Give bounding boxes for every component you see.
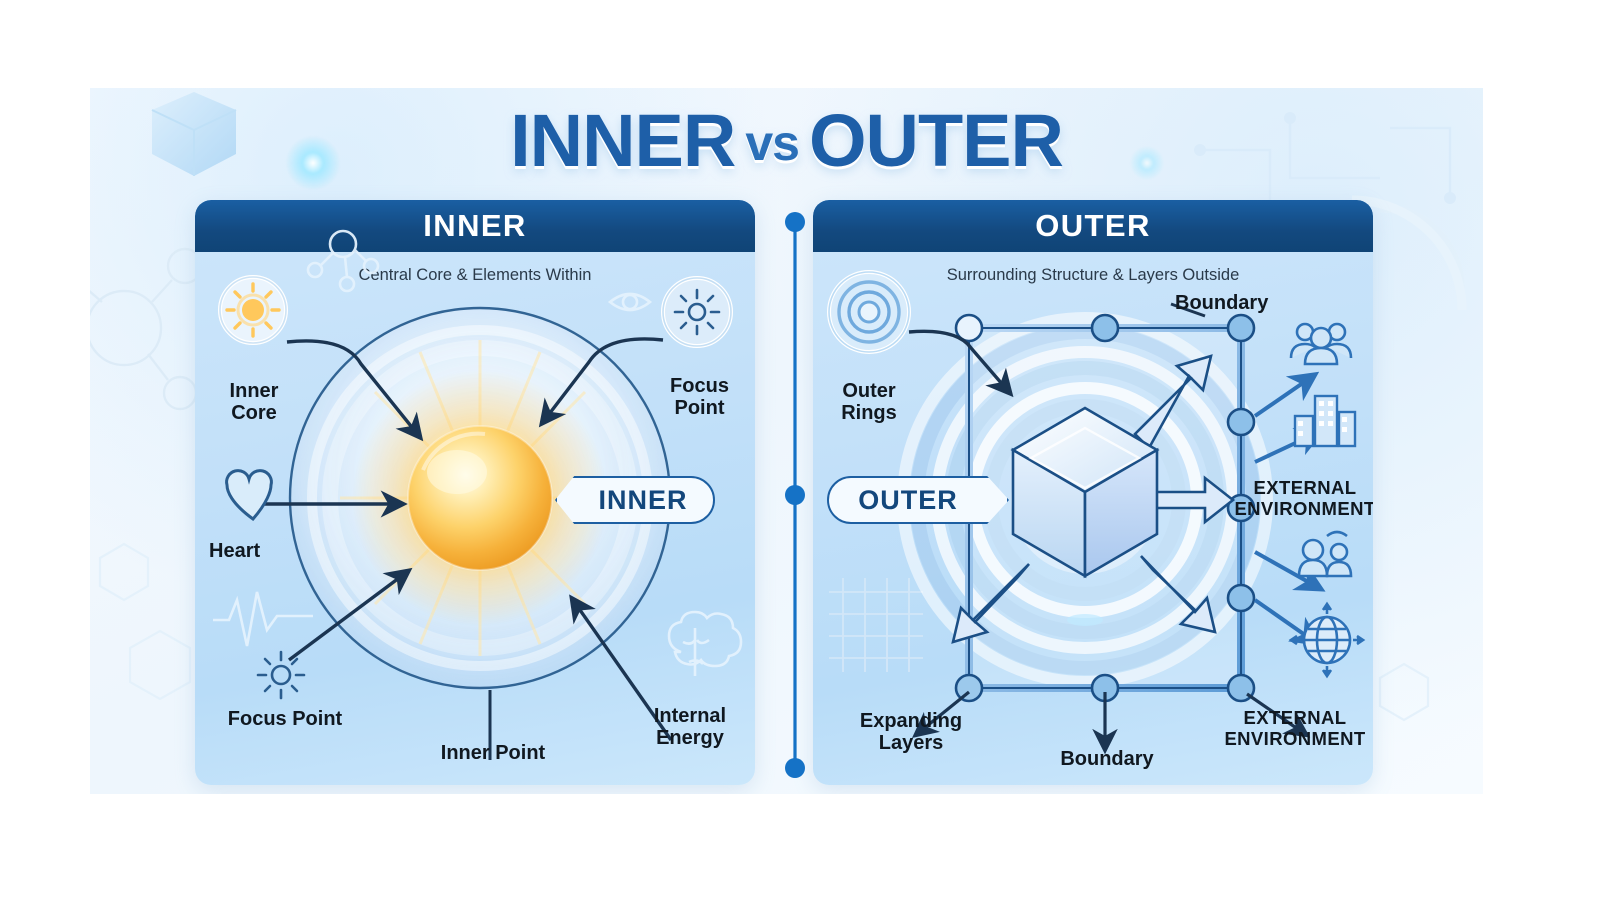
badge-outer[interactable]: OUTER [827,476,1009,524]
arrow-inner-core-to-center [286,339,424,442]
label-focus-point-upper: Focus Point [670,375,729,420]
title-outer: OUTER [808,99,1064,182]
panel-inner[interactable]: INNER Central Core & Elements Within [195,200,755,785]
title-inner: INNER [510,99,736,182]
eye-watermark-icon [607,292,653,312]
label-external-environment-bottom: EXTERNAL ENVIRONMENT [1224,707,1366,749]
panel-inner-header: INNER [195,200,755,252]
badge-inner-label: INNER [598,484,688,515]
label-expanding-layers: Expanding Layers [859,710,963,755]
concentric-rings-icon [827,270,911,354]
divider-dot-middle [785,485,805,505]
panel-outer-heading: OUTER [1035,208,1151,243]
glow-dot [286,136,340,190]
expansion-arrows [951,354,1236,644]
panel-outer[interactable]: OUTER Surrounding Structure & Layers Out… [813,200,1373,785]
arrow-env-bottom [1246,692,1311,738]
label-inner-core: Inner Core [229,380,279,425]
label-external-environment-top: EXTERNAL ENVIRONMENT [1234,477,1373,519]
heart-icon [225,469,273,522]
arrow-outer-rings [908,329,1014,398]
people-pair-icon [1297,530,1353,578]
label-focus-point-lower: Focus Point [227,708,343,730]
badge-outer-label: OUTER [858,484,958,515]
arrow-focus-point-to-center [287,567,413,662]
panel-divider [785,212,805,778]
panel-inner-heading: INNER [423,208,527,243]
brain-watermark-icon [667,610,743,676]
arrow-expanding-layers [912,690,971,739]
glow-dot [1130,146,1164,180]
label-boundary-top: Boundary [1175,292,1269,314]
panel-outer-body: Outer Rings Boundary EXTERNAL ENVIRONMEN… [813,200,1373,785]
people-icon [1289,322,1353,366]
panel-outer-graphics [827,270,1366,755]
arrow-env-group [1254,550,1326,592]
label-boundary-bottom: Boundary [1060,748,1154,770]
sparkle-sun-icon [661,276,733,348]
panel-outer-subtitle: Surrounding Structure & Layers Outside [946,266,1240,284]
label-internal-energy: Internal Energy [653,705,727,750]
cube-icon [1010,406,1160,579]
label-heart: Heart [209,540,261,562]
label-outer-rings: Outer Rings [841,380,897,425]
arrow-focus-point-upper-to-center [538,337,664,428]
arrow-internal-energy-to-center [569,594,673,741]
label-inner-point: Inner Point [440,742,546,764]
title-vs: vs [745,115,800,171]
pulse-watermark-icon [213,591,313,647]
panel-outer-header: OUTER [813,200,1373,252]
building-icon [1293,394,1357,448]
sparkle-sun-icon [256,650,306,700]
panel-inner-subtitle: Central Core & Elements Within [358,266,592,284]
divider-dot-bottom [785,758,805,778]
molecule-watermark-icon [306,229,380,293]
divider-dot-top [785,212,805,232]
arrow-env-people [1253,371,1320,418]
grid-watermark [829,578,923,672]
leader-boundary-top [1170,302,1206,318]
globe-icon [1288,601,1366,679]
sun-icon [218,275,288,345]
badge-inner[interactable]: INNER [555,476,715,524]
